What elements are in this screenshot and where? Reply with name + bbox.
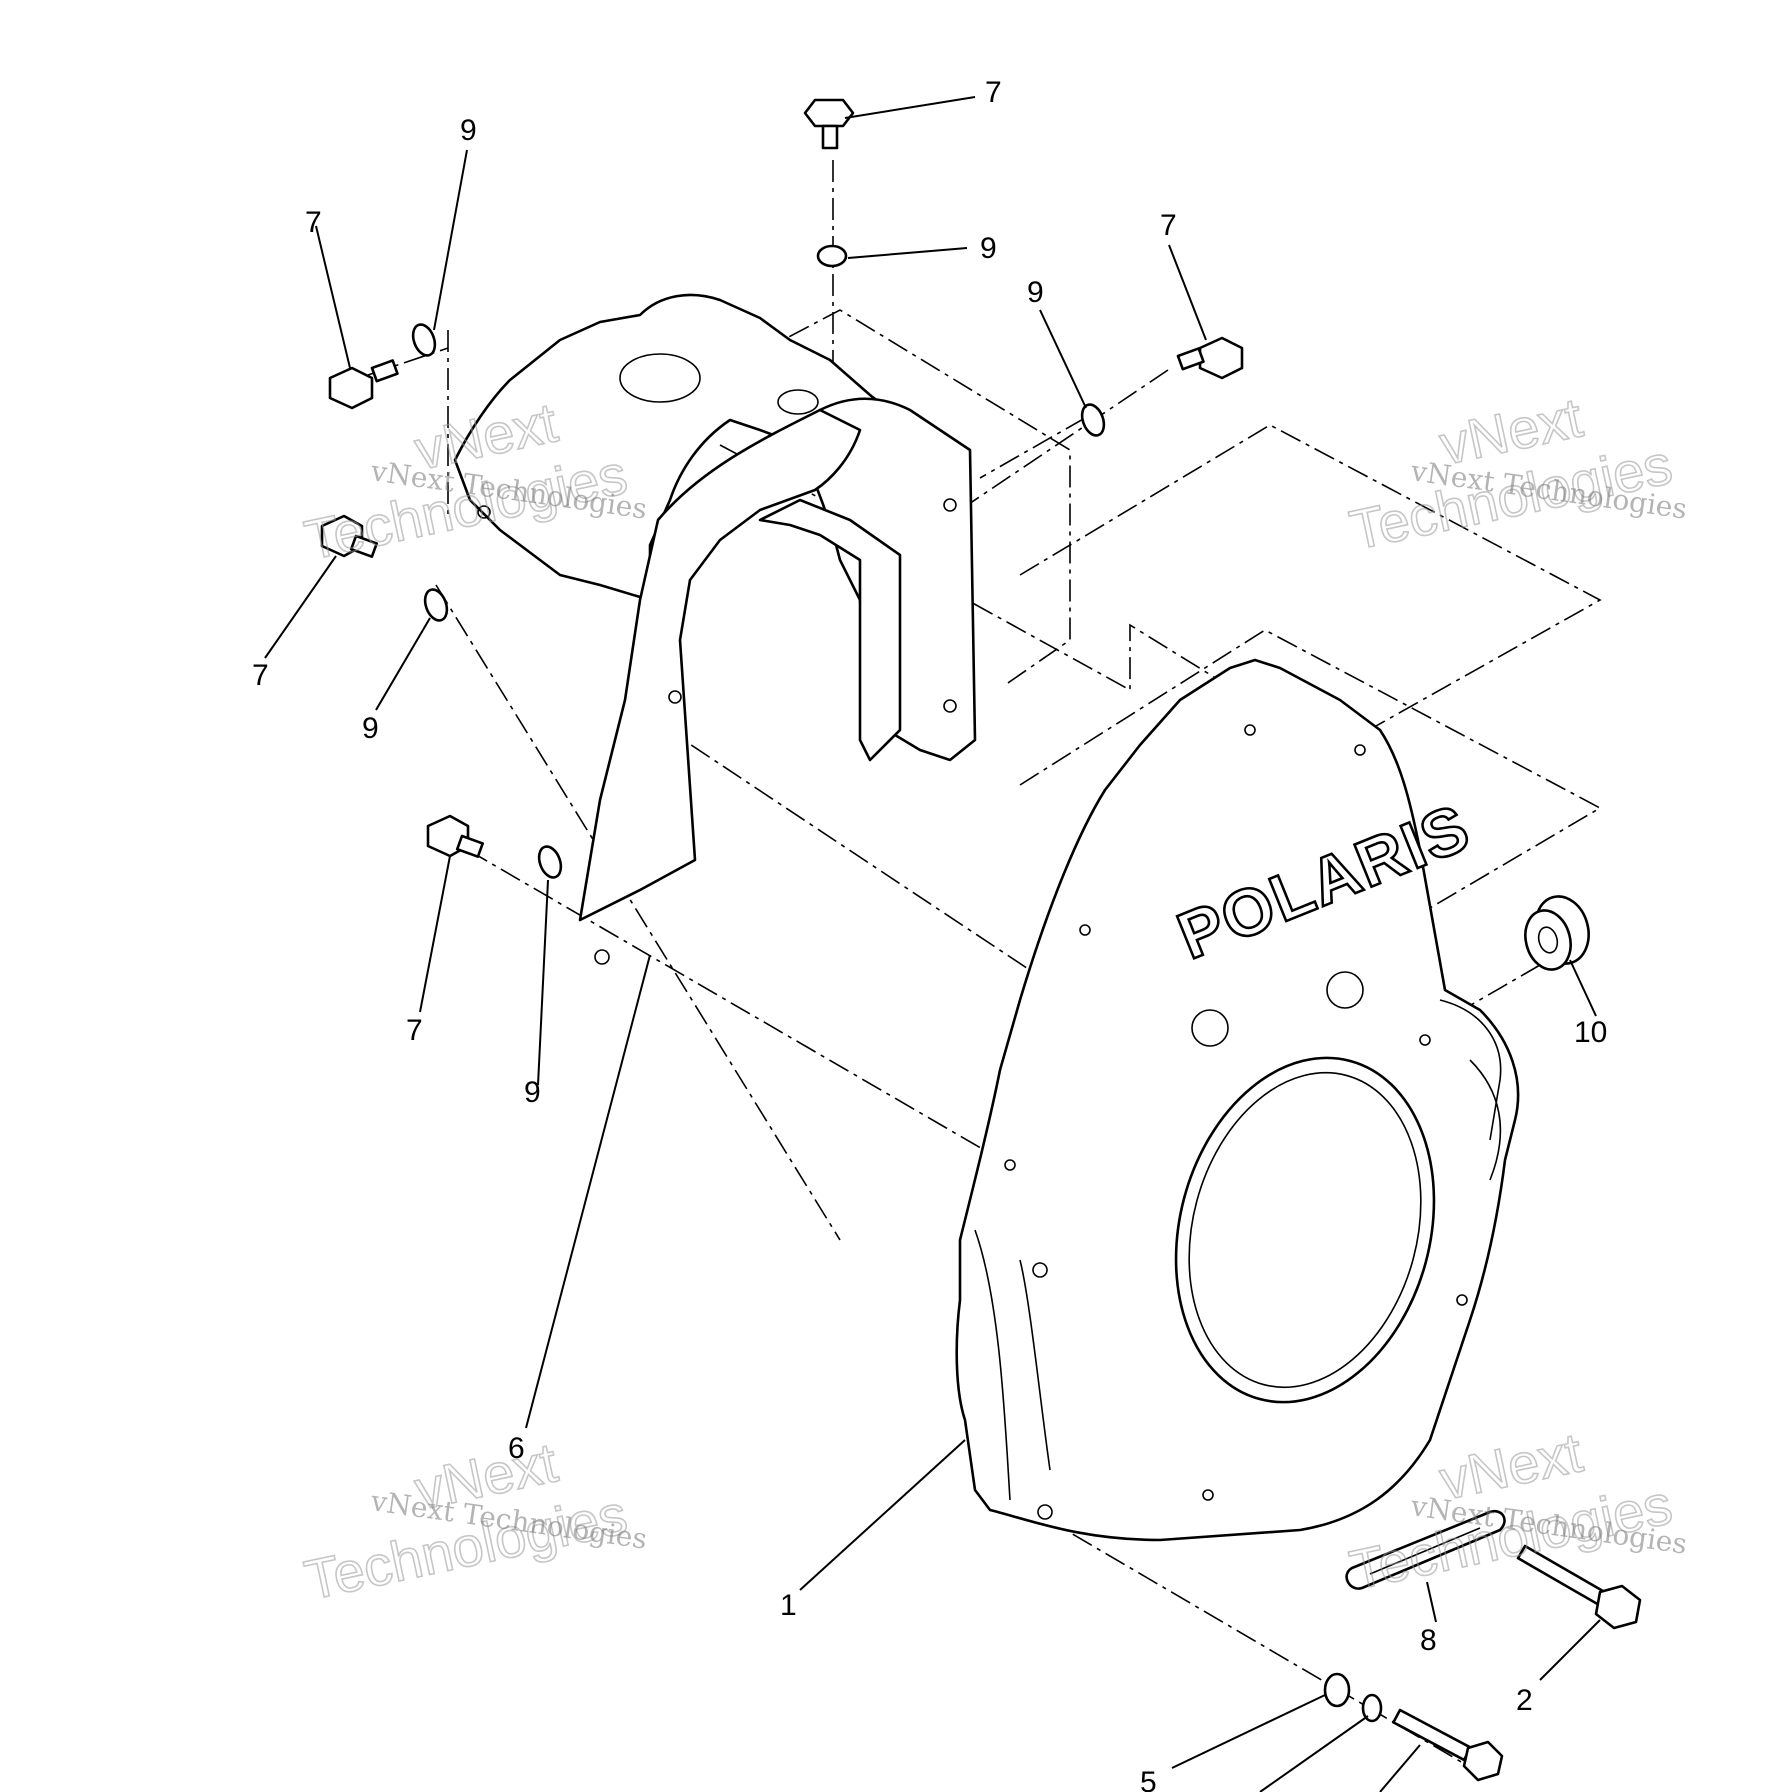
callout-7-upper-right: 7 xyxy=(1160,209,1177,242)
callout-9-top: 9 xyxy=(980,232,997,265)
callout-9-upper-right: 9 xyxy=(1027,276,1044,309)
callout-7-top: 7 xyxy=(985,76,1002,109)
capscrew-upper-left-icon xyxy=(328,359,399,410)
hardware xyxy=(320,98,1642,1782)
strap-icon xyxy=(1345,1509,1506,1590)
callout-6: 6 xyxy=(508,1432,525,1465)
capscrew-mid-left-icon xyxy=(320,514,378,558)
capscrew-top-icon xyxy=(803,98,855,150)
leader-lines xyxy=(264,96,1601,1792)
watermark-upper-right: vNext Technologies vNext Technologies xyxy=(1344,384,1689,562)
washer-top-icon xyxy=(816,244,848,268)
callout-5: 5 xyxy=(1140,1766,1157,1792)
callout-7-mid-left: 7 xyxy=(252,659,269,692)
blower-housing-part-1: POLARIS xyxy=(955,658,1520,1542)
grommet-icon xyxy=(1524,895,1590,971)
upper-shroud-part-6 xyxy=(453,293,977,965)
watermark-lower-left: vNext Technologies vNext Technologies xyxy=(299,1429,649,1612)
washer-lower-left-icon xyxy=(537,845,563,879)
washer-upper-left-icon xyxy=(411,323,437,357)
washer-mid-left-icon xyxy=(423,588,449,622)
lock-washer-icon xyxy=(1361,1693,1383,1723)
callout-7-upper-left: 7 xyxy=(305,206,322,239)
callout-2: 2 xyxy=(1516,1684,1533,1717)
bolt-lower-icon xyxy=(1392,1708,1504,1782)
capscrew-lower-left-icon xyxy=(426,814,484,858)
washer-upper-right-icon xyxy=(1080,403,1106,437)
flat-washer-icon xyxy=(1323,1672,1351,1708)
callout-1: 1 xyxy=(780,1589,797,1622)
callout-9-upper-left: 9 xyxy=(460,114,477,147)
callout-numbers: 7 9 7 9 7 9 7 9 7 9 10 6 1 8 2 5 xyxy=(252,76,1607,1792)
capscrew-upper-right-icon xyxy=(1176,336,1244,380)
callout-8: 8 xyxy=(1420,1624,1437,1657)
bolt-part-2-icon xyxy=(1516,1544,1642,1630)
callout-10: 10 xyxy=(1574,1016,1607,1049)
callout-7-lower-left: 7 xyxy=(406,1014,423,1047)
callout-9-mid-left: 9 xyxy=(362,712,379,745)
callout-9-lower-left: 9 xyxy=(524,1076,541,1109)
